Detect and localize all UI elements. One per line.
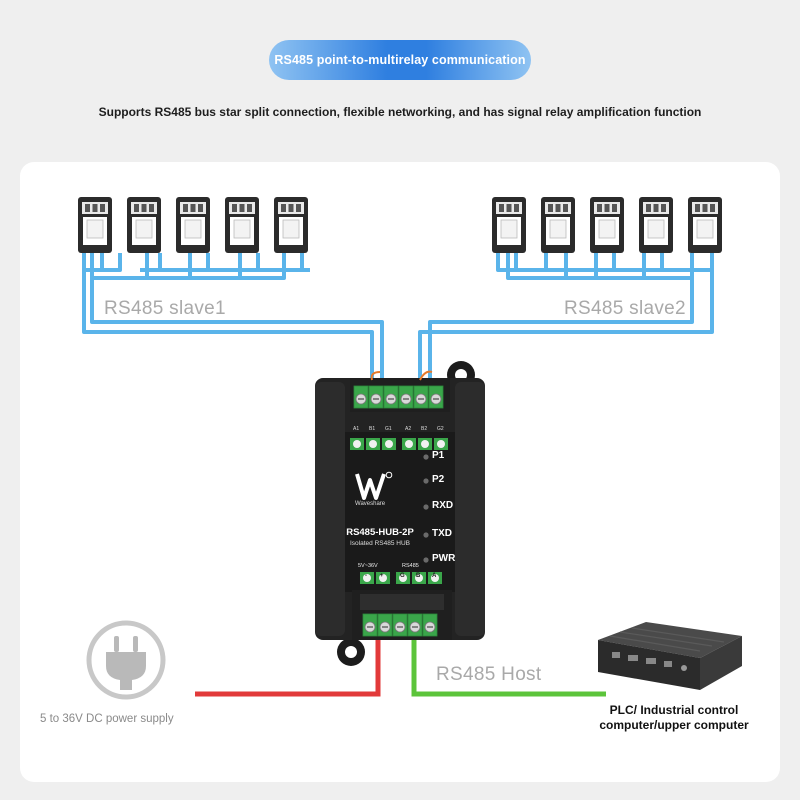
device-model: RS485-HUB-2P bbox=[346, 527, 414, 538]
power-plug-icon bbox=[86, 620, 166, 700]
title-pill: RS485 point-to-multirelay communication bbox=[269, 40, 531, 80]
terminal-label: A1 bbox=[353, 426, 360, 432]
slave1-label: RS485 slave1 bbox=[104, 298, 226, 319]
rs485-hub-device bbox=[315, 361, 485, 666]
led-label-txd: TXD bbox=[432, 528, 452, 539]
slave1-modules bbox=[77, 196, 309, 254]
power-line bbox=[195, 640, 381, 697]
slave2-modules bbox=[491, 196, 723, 254]
led-label-p1: P1 bbox=[432, 450, 445, 461]
led-label-pwr: PWR bbox=[432, 553, 456, 564]
device-rs485-label: RS485 bbox=[402, 563, 419, 569]
bus-line-slave2 bbox=[418, 253, 714, 380]
device-model-sub: Isolated RS485 HUB bbox=[350, 540, 410, 547]
computer-label: PLC/ Industrial control computer/upper c… bbox=[578, 703, 770, 733]
page-title: RS485 point-to-multirelay communication bbox=[274, 53, 526, 67]
host-line bbox=[411, 640, 606, 697]
industrial-computer-icon bbox=[598, 622, 742, 690]
terminal-label: + bbox=[380, 573, 384, 579]
computer-label-line2: computer/upper computer bbox=[599, 718, 749, 732]
led-label-p2: P2 bbox=[432, 474, 445, 485]
bus-line-slave1 bbox=[82, 253, 384, 380]
terminal-label: B2 bbox=[421, 426, 428, 432]
host-label: RS485 Host bbox=[436, 664, 542, 685]
power-supply-label: 5 to 36V DC power supply bbox=[40, 713, 174, 725]
terminal-label: A bbox=[432, 573, 437, 579]
terminal-label: B1 bbox=[369, 426, 376, 432]
terminal-label: G1 bbox=[385, 426, 392, 432]
device-brand: Waveshare bbox=[355, 501, 386, 507]
slave2-label: RS485 slave2 bbox=[564, 298, 686, 319]
terminal-label: B bbox=[416, 573, 421, 579]
terminal-label: - bbox=[365, 573, 367, 579]
device-power-in-label: 5V~36V bbox=[358, 563, 378, 569]
led-label-rxd: RXD bbox=[432, 500, 454, 511]
page-subtitle: Supports RS485 bus star split connection… bbox=[98, 105, 702, 119]
computer-label-line1: PLC/ Industrial control bbox=[609, 703, 739, 717]
terminal-label: G2 bbox=[437, 426, 444, 432]
terminal-label: G bbox=[400, 573, 405, 579]
terminal-label: A2 bbox=[405, 426, 412, 432]
